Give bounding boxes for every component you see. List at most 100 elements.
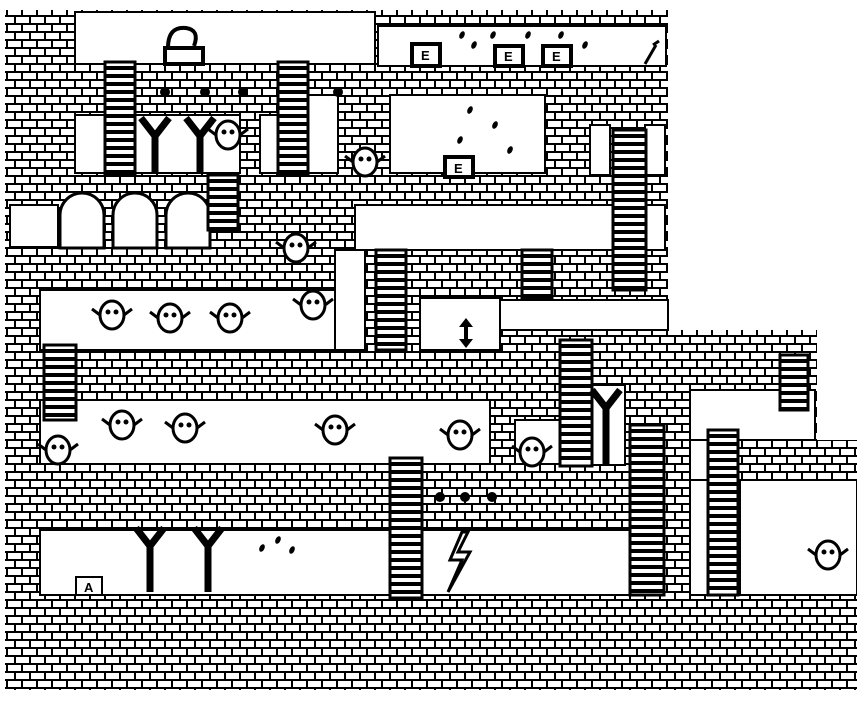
creature-eye xyxy=(461,429,467,435)
creature-eye xyxy=(163,312,169,318)
creature-eye xyxy=(525,446,531,452)
creature-limb xyxy=(807,547,849,557)
props xyxy=(37,25,849,593)
creature-eye xyxy=(453,429,459,435)
exit-box[interactable]: E xyxy=(410,42,442,68)
creature-limb xyxy=(314,422,356,432)
archway xyxy=(164,191,212,250)
raindrop-icon xyxy=(457,136,463,144)
raindrop-icon xyxy=(471,41,477,49)
raindrop-icon xyxy=(289,546,295,554)
exit-box-label: E xyxy=(552,49,561,64)
creature-limb xyxy=(439,427,481,437)
room xyxy=(419,297,501,351)
pillar-icon xyxy=(133,525,167,592)
creature-body xyxy=(98,299,126,331)
raindrop-icon xyxy=(507,146,513,154)
creature-icon xyxy=(292,289,334,321)
exit-box-label: E xyxy=(421,48,430,63)
ladder[interactable] xyxy=(611,128,648,292)
creature-limb xyxy=(275,240,317,250)
ladder[interactable] xyxy=(374,248,408,352)
ladder-rails xyxy=(374,248,408,352)
start-box[interactable]: A xyxy=(75,576,103,596)
creature-eye xyxy=(821,549,827,555)
room xyxy=(9,204,59,248)
exit-box-label: E xyxy=(504,49,513,64)
room xyxy=(259,114,279,174)
creature-limb xyxy=(37,442,79,452)
ladder[interactable] xyxy=(628,423,666,597)
exit-box[interactable]: E xyxy=(541,44,573,68)
creature-body xyxy=(518,436,546,468)
pillar-icon xyxy=(589,387,623,465)
mine-icon xyxy=(435,492,445,502)
creature-limb xyxy=(209,310,251,320)
creature-eye xyxy=(171,312,177,318)
room xyxy=(39,529,636,596)
creature-body xyxy=(299,289,327,321)
lever-icon xyxy=(643,39,660,65)
creature-icon xyxy=(37,434,79,466)
mine-icon xyxy=(160,87,170,97)
creature-limb xyxy=(91,307,133,317)
mine-icon xyxy=(333,87,343,97)
creature-eye xyxy=(314,299,320,305)
creature-body xyxy=(282,232,310,264)
creature-icon xyxy=(314,414,356,446)
arrow-up-icon xyxy=(459,318,473,337)
ladder[interactable] xyxy=(558,338,594,468)
creature-eye xyxy=(829,549,835,555)
creature-limb xyxy=(292,297,334,307)
room xyxy=(739,479,857,596)
ladder[interactable] xyxy=(42,343,78,422)
raindrop-icon xyxy=(275,536,281,544)
creature-body xyxy=(446,419,474,451)
room xyxy=(74,11,376,65)
creature-eye xyxy=(533,446,539,452)
creature-limb xyxy=(101,417,143,427)
exit-box[interactable]: E xyxy=(443,155,475,179)
creature-icon xyxy=(511,436,553,468)
ladder[interactable] xyxy=(778,353,810,412)
ladder[interactable] xyxy=(206,173,240,232)
creature-icon xyxy=(207,119,249,151)
raindrop-icon xyxy=(467,106,473,114)
mine-icon xyxy=(460,492,470,502)
ladder-rails xyxy=(706,428,740,597)
ladder[interactable] xyxy=(276,60,310,176)
creature-eye xyxy=(306,299,312,305)
statue-icon xyxy=(163,25,205,66)
creature-icon xyxy=(275,232,317,264)
creature-icon xyxy=(164,412,206,444)
creature-eye xyxy=(113,309,119,315)
creature-body xyxy=(44,434,72,466)
creature-icon xyxy=(91,299,133,331)
room xyxy=(644,124,666,176)
creature-icon xyxy=(807,539,849,571)
creature-body xyxy=(171,412,199,444)
raindrop-icon xyxy=(490,31,496,39)
start-box-label: A xyxy=(84,580,94,595)
raindrop-icon xyxy=(558,31,564,39)
ladder[interactable] xyxy=(103,60,137,176)
lightning-icon xyxy=(446,530,473,593)
exit-box[interactable]: E xyxy=(493,44,525,68)
creature-icon xyxy=(344,146,386,178)
creature-limb xyxy=(149,310,191,320)
creature-body xyxy=(214,119,242,151)
archway xyxy=(58,191,106,250)
creature-eye xyxy=(123,419,129,425)
ladder[interactable] xyxy=(706,428,740,597)
creature-eye xyxy=(223,312,229,318)
ladder[interactable] xyxy=(520,248,554,300)
creature-body xyxy=(216,302,244,334)
creature-eye xyxy=(186,422,192,428)
creature-body xyxy=(321,414,349,446)
creature-eye xyxy=(221,129,227,135)
creature-eye xyxy=(297,242,303,248)
ladder[interactable] xyxy=(388,456,424,600)
creature-body xyxy=(351,146,379,178)
